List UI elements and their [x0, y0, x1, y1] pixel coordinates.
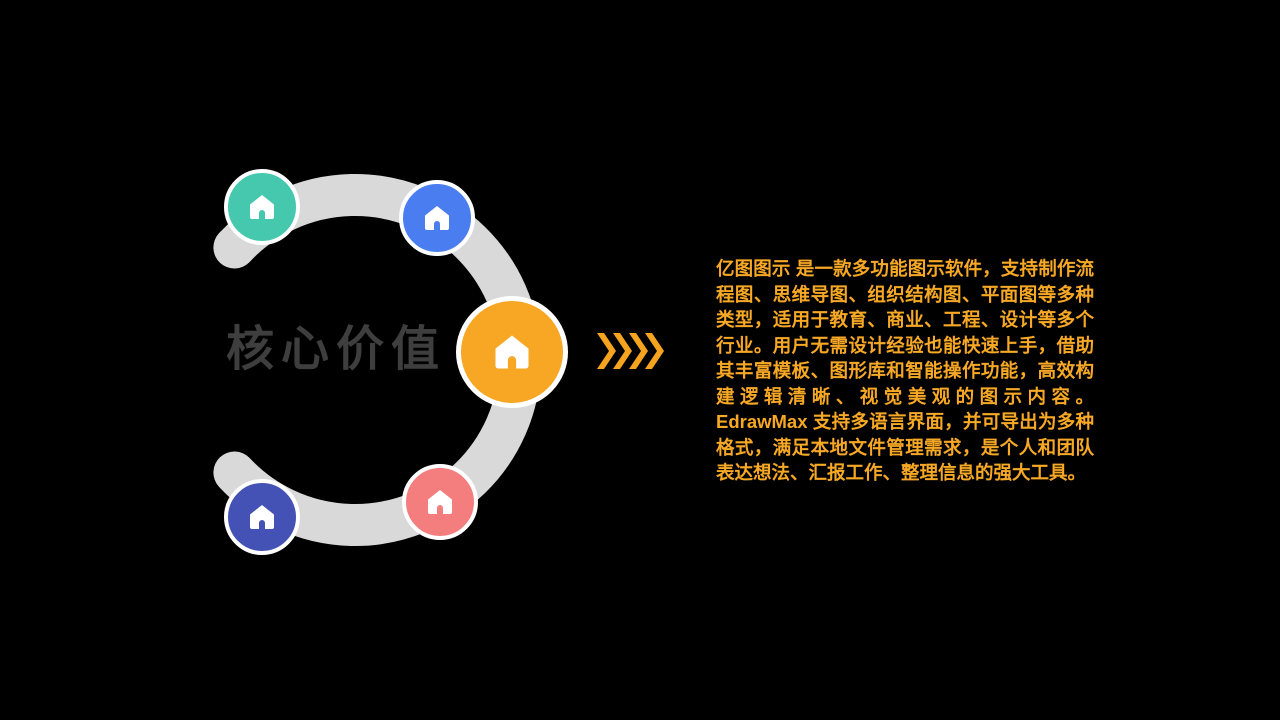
node-red: [402, 464, 478, 540]
description-text: 亿图图示 是一款多功能图示软件，支持制作流程图、思维导图、组织结构图、平面图等多…: [716, 258, 1094, 483]
node-indigo: [224, 479, 300, 555]
home-icon: [250, 195, 274, 219]
slide-title: 核心价值: [226, 323, 447, 376]
node-teal: [224, 169, 300, 245]
home-icon: [428, 490, 452, 514]
home-icon: [250, 505, 274, 529]
home-icon: [495, 335, 529, 369]
chevron-right-arrows: [597, 333, 664, 369]
node-blue: [399, 180, 475, 256]
node-orange: [456, 296, 568, 408]
home-icon: [425, 206, 449, 230]
